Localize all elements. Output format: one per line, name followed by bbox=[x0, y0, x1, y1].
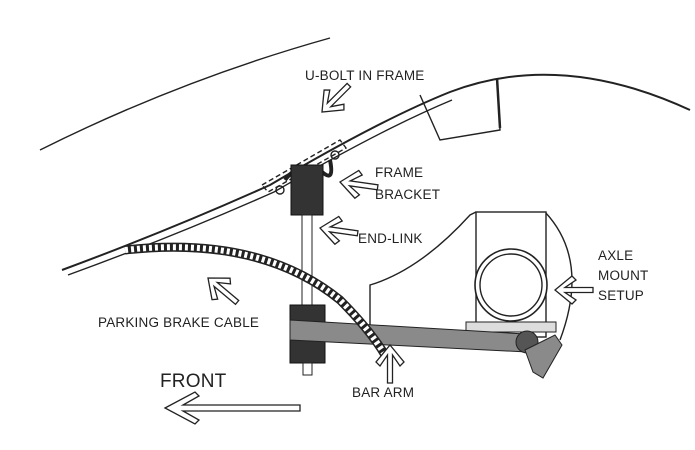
label-axle-3: SETUP bbox=[598, 288, 644, 303]
frame-bracket-arrow-icon bbox=[337, 167, 381, 202]
end-link-bolt bbox=[302, 362, 313, 376]
axle-plate bbox=[369, 211, 477, 330]
label-frame-bracket-1: FRAME bbox=[375, 165, 423, 180]
u-bolt-frame bbox=[260, 139, 348, 193]
axle-plate-right bbox=[544, 211, 573, 341]
label-front: FRONT bbox=[160, 371, 227, 392]
fender-edge bbox=[495, 77, 502, 129]
end-link-rod bbox=[301, 214, 313, 308]
frame-rail bbox=[61, 73, 691, 271]
label-frame-bracket-2: BRACKET bbox=[375, 187, 440, 202]
bar-end bbox=[524, 334, 563, 379]
axle-tube bbox=[474, 248, 548, 322]
frame-bracket-bushing bbox=[290, 164, 324, 216]
label-bar-arm: BAR ARM bbox=[352, 385, 414, 400]
front-arrow-icon bbox=[163, 391, 301, 425]
end-link-arrow-icon bbox=[317, 213, 361, 248]
parking-brake-arrow-icon bbox=[198, 266, 247, 314]
label-end-link: END-LINK bbox=[358, 231, 423, 246]
body-upper-line bbox=[39, 37, 331, 151]
label-parking-brake: PARKING BRAKE CABLE bbox=[98, 315, 259, 330]
parking-brake-cable-wrap bbox=[124, 244, 388, 357]
label-axle-2: MOUNT bbox=[598, 268, 649, 283]
axle-plate-base bbox=[465, 321, 557, 333]
axle-tube-inner bbox=[479, 253, 543, 317]
label-axle-1: AXLE bbox=[598, 248, 633, 263]
bolt-nut bbox=[275, 185, 285, 195]
bolt-nut bbox=[330, 150, 340, 160]
label-ubolt: U-BOLT IN FRAME bbox=[305, 68, 425, 83]
axle-arrow-icon bbox=[554, 275, 594, 305]
